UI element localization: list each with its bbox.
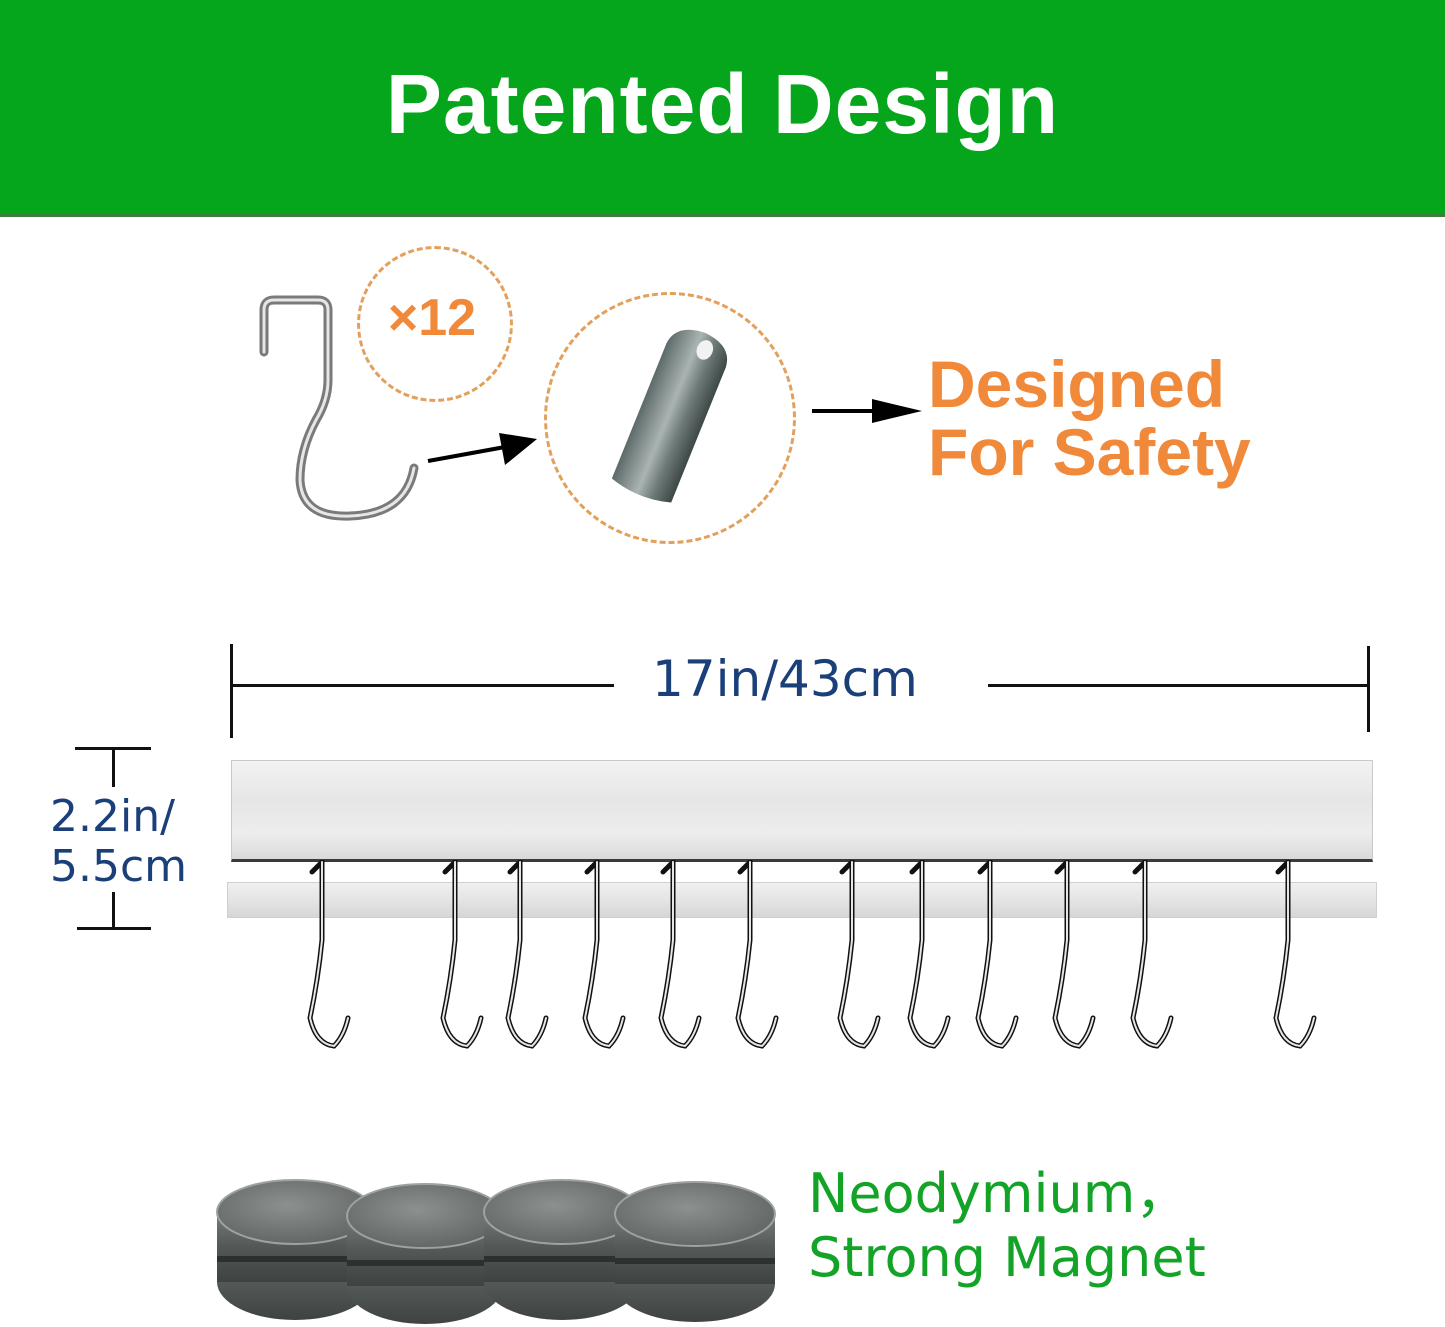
height-label-line2: 5.5cm	[50, 841, 188, 892]
magnet-icon	[614, 1181, 776, 1322]
safety-tagline: Designed For Safety	[928, 350, 1251, 486]
closeup-circle	[544, 292, 796, 544]
width-dimension-label: 17in/43cm	[652, 650, 918, 708]
magnet-stack-icons	[216, 1179, 776, 1324]
safety-tagline-line1: Designed	[928, 347, 1226, 421]
banner-title: Patented Design	[385, 56, 1060, 151]
rail-hooks	[307, 860, 1317, 1049]
height-label-line1: 2.2in/	[50, 791, 175, 842]
magnet-icon	[346, 1183, 504, 1324]
rail-top-bar	[231, 760, 1373, 862]
height-dimension-top-cap	[75, 747, 151, 750]
magnet-caption-line2: Strong Magnet	[808, 1226, 1206, 1289]
s-hook-icon	[259, 295, 419, 521]
width-dimension-right-line	[988, 684, 1369, 687]
hook-icon	[307, 860, 1317, 1049]
magnet-caption-line1: Neodymium，	[808, 1162, 1190, 1225]
hook-tip-closeup-icon	[611, 329, 727, 503]
height-dimension-bottom-cap	[77, 927, 151, 930]
magnet-icon	[483, 1179, 641, 1320]
arrow-right-icon	[427, 433, 537, 465]
width-dimension-left-tick	[230, 644, 233, 738]
header-banner: Patented Design	[0, 0, 1445, 217]
hook-count-label: ×12	[387, 289, 477, 347]
height-dimension-top-stem	[112, 749, 115, 787]
safety-tagline-line2: For Safety	[928, 415, 1251, 489]
height-dimension-bottom-stem	[112, 892, 115, 928]
magnet-caption: Neodymium， Strong Magnet	[808, 1162, 1206, 1290]
width-dimension-left-line	[232, 684, 614, 687]
width-dimension-right-tick	[1367, 646, 1370, 732]
arrow-right-icon	[812, 399, 922, 423]
height-dimension-label: 2.2in/ 5.5cm	[50, 792, 187, 892]
rail-bottom-bar	[227, 882, 1377, 918]
count-badge-circle	[357, 246, 513, 402]
